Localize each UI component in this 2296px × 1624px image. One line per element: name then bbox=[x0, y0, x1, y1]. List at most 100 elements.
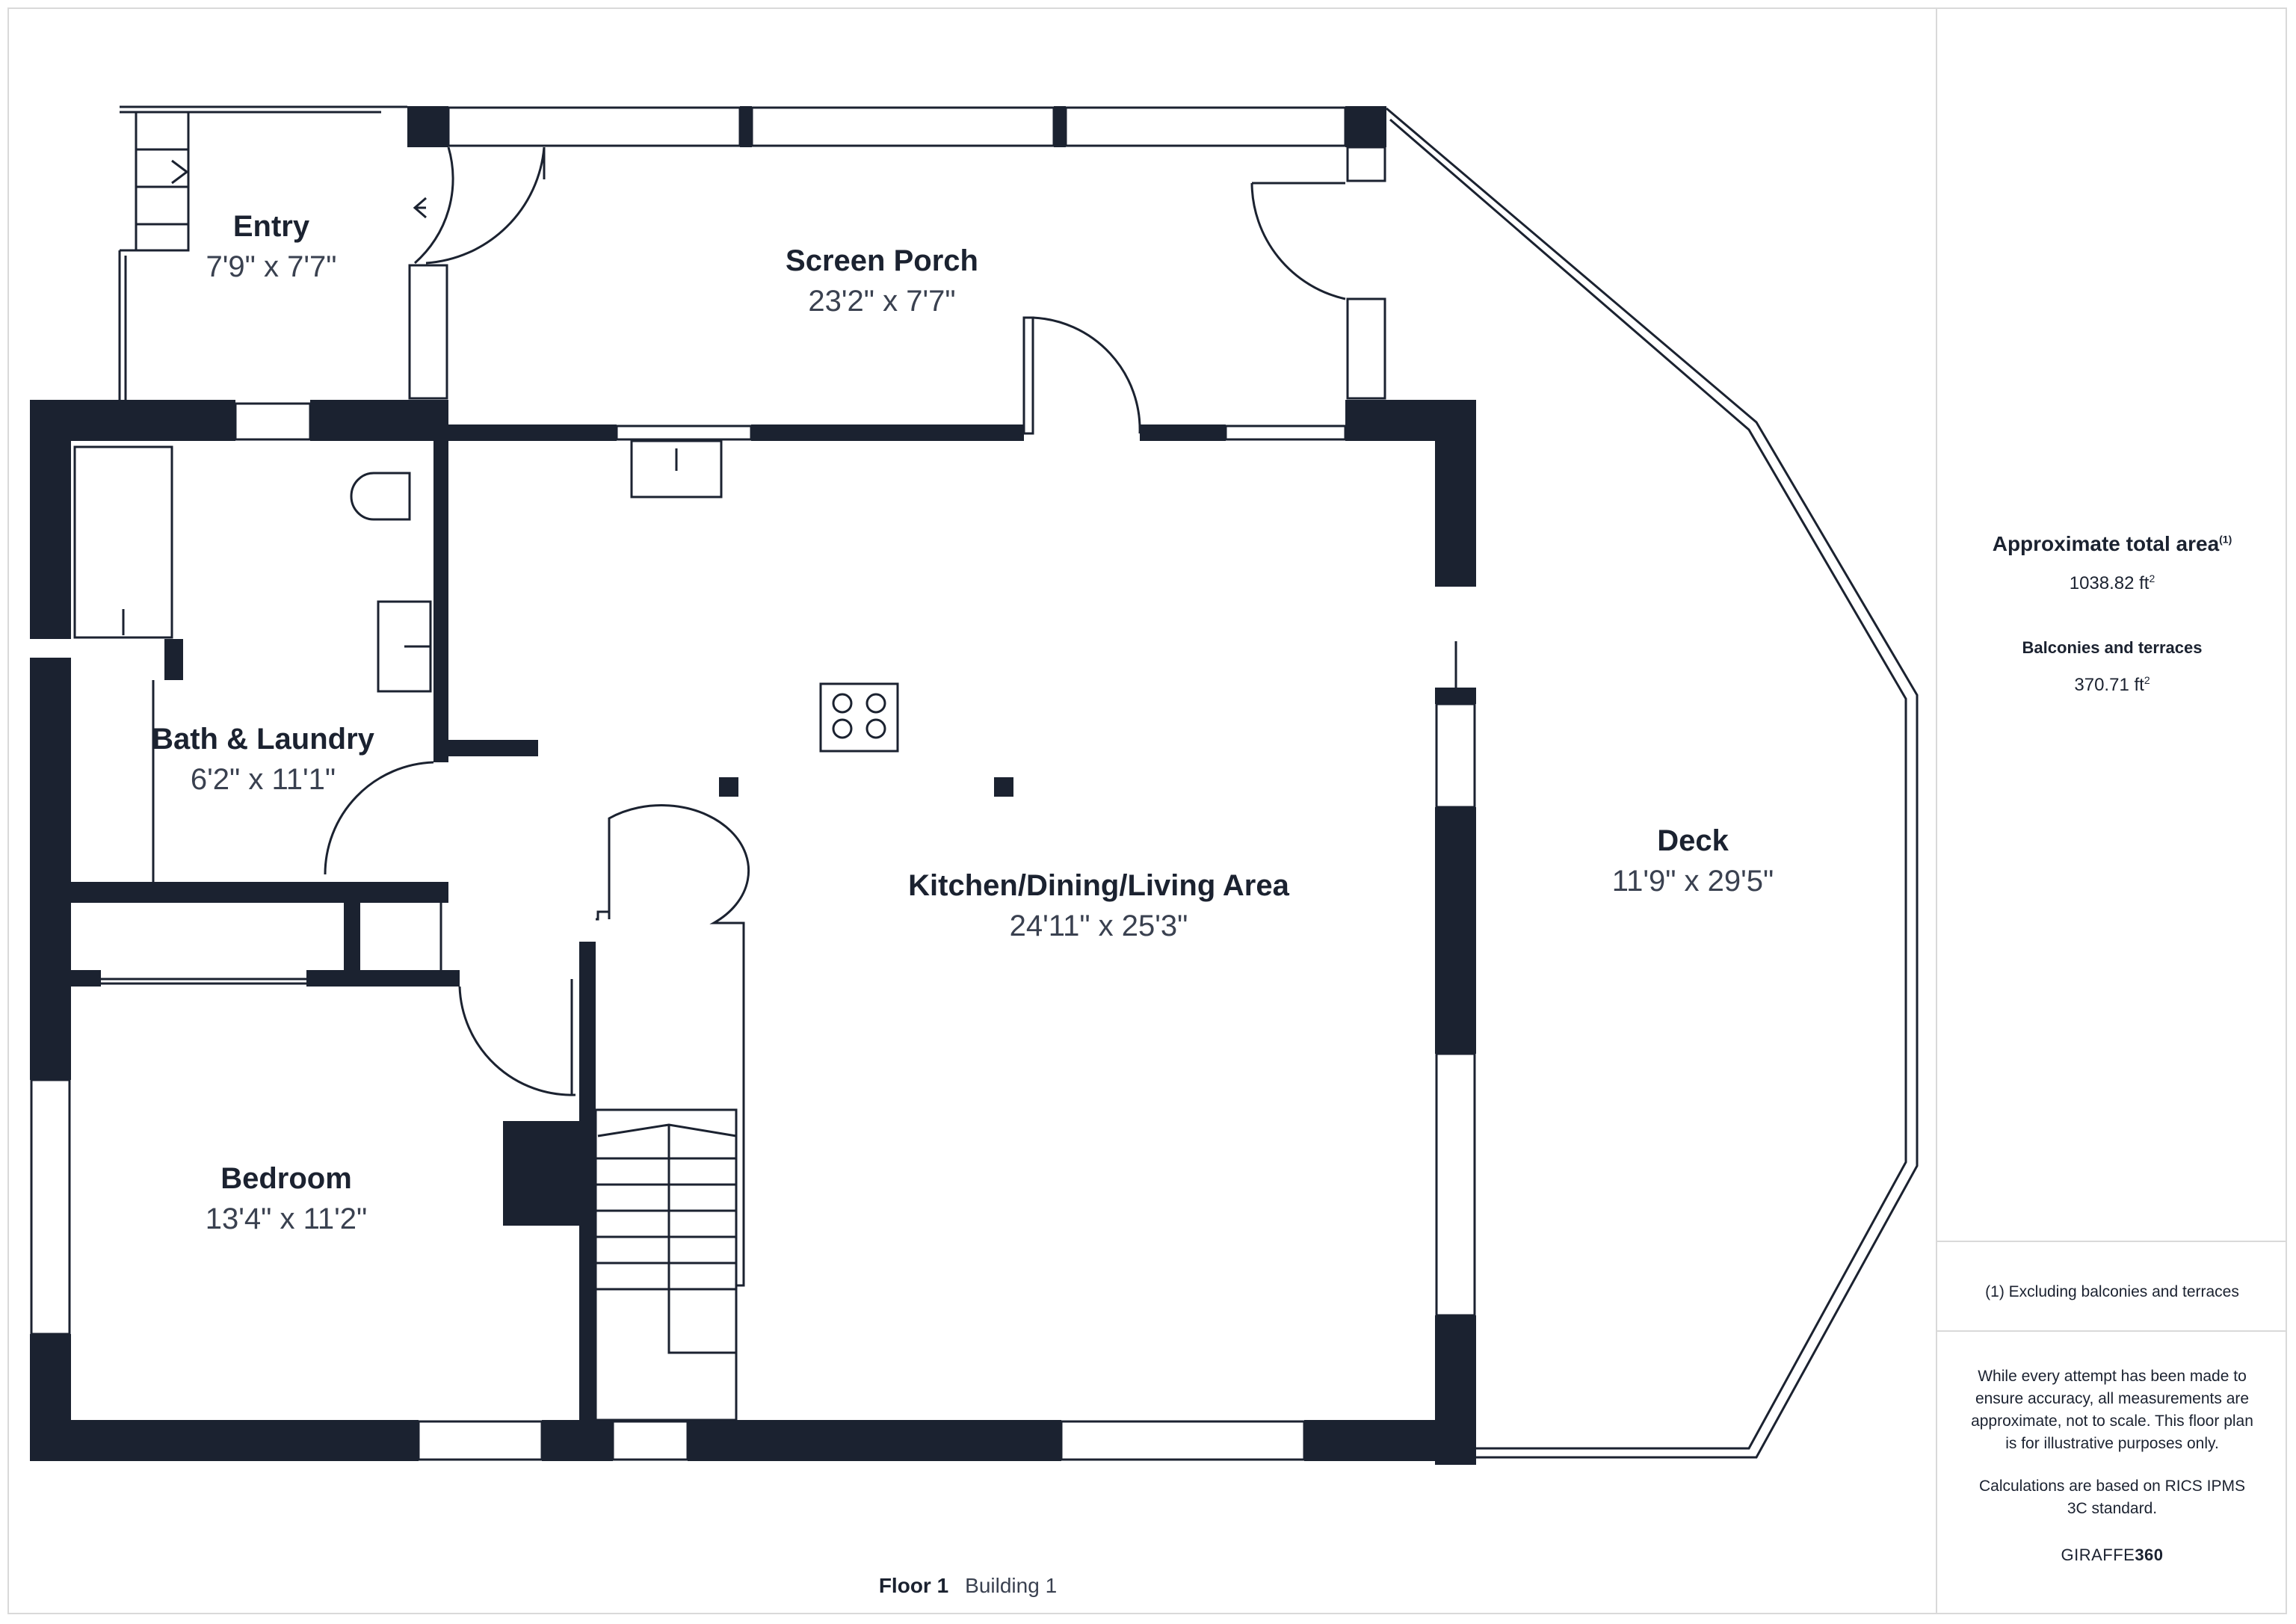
total-area-value: 1038.82 ft bbox=[2069, 573, 2150, 593]
divider bbox=[1937, 1330, 2287, 1332]
column bbox=[719, 777, 738, 797]
cooktop bbox=[819, 682, 899, 753]
wall bbox=[1435, 400, 1476, 587]
window bbox=[234, 402, 312, 441]
wall bbox=[448, 424, 617, 441]
room-name-bath-laundry: Bath & Laundry bbox=[152, 723, 375, 756]
staircase bbox=[594, 1108, 738, 1421]
wall bbox=[306, 970, 460, 987]
door-swing bbox=[414, 146, 454, 265]
door-swing bbox=[1250, 182, 1346, 300]
floor-caption: Floor 1 Building 1 bbox=[0, 1574, 1936, 1598]
total-area-label: Approximate total area bbox=[1992, 532, 2220, 555]
door-swing bbox=[1032, 316, 1141, 434]
wall bbox=[688, 1420, 1061, 1461]
entry-wall-line bbox=[118, 249, 136, 400]
post bbox=[740, 106, 752, 147]
room-dim-kitchen: 24'11" x 25'3" bbox=[1010, 910, 1188, 942]
window bbox=[1060, 1420, 1306, 1461]
burner bbox=[832, 693, 853, 714]
entry-arrow-icon bbox=[171, 159, 189, 185]
room-dim-bedroom: 13'4" x 11'2" bbox=[206, 1202, 367, 1235]
screen-panel bbox=[447, 106, 741, 147]
column bbox=[994, 777, 1013, 797]
room-dim-bath-laundry: 6'2" x 11'1" bbox=[191, 763, 336, 796]
fixtures bbox=[73, 105, 1919, 1459]
unit-sup: 2 bbox=[2144, 674, 2150, 686]
fireplace bbox=[503, 1121, 579, 1226]
wall bbox=[30, 658, 71, 1080]
balconies-label: Balconies and terraces bbox=[2022, 638, 2203, 657]
stair-landing bbox=[667, 1125, 736, 1354]
floor-plan: Entry 7'9" x 7'7" Screen Porch 23'2" x 7… bbox=[30, 105, 1919, 1465]
disclaimer: While every attempt has been made to ens… bbox=[1971, 1368, 2253, 1452]
deck-rail bbox=[1386, 107, 1919, 1459]
closet-rail bbox=[101, 978, 306, 985]
burner bbox=[832, 718, 853, 739]
room-dim-entry: 7'9" x 7'7" bbox=[206, 250, 337, 283]
screen-panel bbox=[1346, 146, 1386, 182]
room-name-entry: Entry bbox=[233, 210, 310, 243]
total-area-block: Approximate total area(1) 1038.82 ft2 bbox=[1937, 532, 2287, 594]
brand-logo: GIRAFFE360 bbox=[1937, 1546, 2287, 1565]
unit-sup: 2 bbox=[2149, 572, 2155, 584]
stair-arrow bbox=[597, 1123, 737, 1137]
window bbox=[1435, 703, 1476, 809]
kitchen-sink bbox=[630, 439, 723, 498]
post bbox=[1345, 106, 1386, 147]
window bbox=[611, 1420, 689, 1461]
wall bbox=[30, 1420, 419, 1461]
wall bbox=[30, 400, 71, 639]
wall bbox=[344, 903, 360, 978]
window bbox=[615, 424, 753, 441]
entry-arrow-icon bbox=[413, 197, 427, 219]
footnote: (1) Excluding balconies and terraces bbox=[1985, 1283, 2239, 1300]
room-dim-deck: 11'9" x 29'5" bbox=[1612, 865, 1774, 898]
wall bbox=[433, 441, 448, 762]
screen-panel bbox=[1064, 106, 1347, 147]
door-swing bbox=[324, 761, 434, 875]
room-name-bedroom: Bedroom bbox=[220, 1162, 352, 1195]
window bbox=[417, 1420, 543, 1461]
wall bbox=[1140, 424, 1226, 441]
entry-steps bbox=[135, 111, 190, 252]
wall bbox=[448, 740, 538, 756]
wall bbox=[71, 970, 101, 987]
brand-part-b: 360 bbox=[2135, 1546, 2164, 1564]
post bbox=[1054, 106, 1066, 147]
window bbox=[1224, 424, 1347, 441]
balconies-block: Balconies and terraces 370.71 ft2 bbox=[1937, 638, 2287, 696]
post bbox=[407, 106, 448, 147]
deck-rail bbox=[1389, 118, 1907, 1450]
wall bbox=[579, 942, 596, 1461]
summary-panel: Approximate total area(1) 1038.82 ft2 Ba… bbox=[1936, 9, 2287, 1613]
brand-part-a: GIRAFFE bbox=[2061, 1546, 2135, 1564]
window bbox=[30, 1078, 71, 1336]
stair-door-wall bbox=[596, 804, 750, 1287]
door-swing bbox=[425, 146, 546, 265]
wall bbox=[411, 400, 448, 441]
screen-panel bbox=[408, 264, 448, 400]
wall bbox=[1435, 688, 1476, 704]
room-labels: Entry 7'9" x 7'7" Screen Porch 23'2" x 7… bbox=[152, 210, 1774, 1235]
floor-label: Floor 1 bbox=[878, 1574, 949, 1597]
window bbox=[1435, 1052, 1476, 1317]
calc-note: Calculations are based on RICS IPMS 3C s… bbox=[1978, 1478, 2245, 1517]
burner bbox=[865, 693, 886, 714]
total-area-sup: (1) bbox=[2219, 533, 2232, 546]
wall bbox=[542, 1420, 613, 1461]
screen-panel bbox=[750, 106, 1055, 147]
burner bbox=[865, 718, 886, 739]
walls bbox=[30, 106, 1476, 1465]
page-frame bbox=[7, 7, 2287, 1614]
divider bbox=[1937, 1241, 2287, 1242]
wall bbox=[71, 882, 448, 903]
room-name-screen-porch: Screen Porch bbox=[786, 244, 978, 277]
door-swing bbox=[458, 986, 576, 1096]
screen-panel bbox=[1346, 297, 1386, 400]
room-name-deck: Deck bbox=[1657, 824, 1729, 857]
wall bbox=[1435, 807, 1476, 1054]
room-dim-screen-porch: 23'2" x 7'7" bbox=[808, 285, 955, 318]
bathtub bbox=[73, 445, 173, 639]
building-label: Building 1 bbox=[965, 1574, 1058, 1597]
